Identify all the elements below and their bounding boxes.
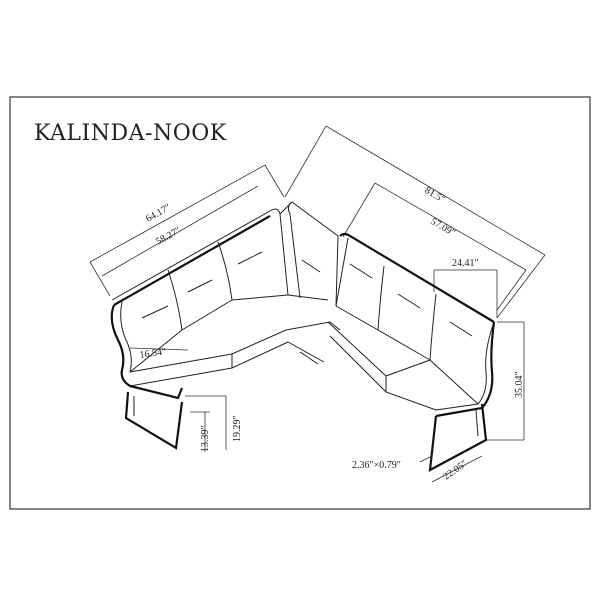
dim-seat-height-label: 19.29″	[232, 415, 243, 442]
dim-overall-width: 64.17″	[89, 164, 285, 297]
dim-height-label: 35.04″	[514, 371, 525, 398]
left-bench	[110, 208, 289, 450]
dim-seat-height: 19.29″	[185, 395, 243, 450]
dim-inner-depth: 57.09″	[342, 182, 527, 311]
dim-arm-depth-label: 24.41″	[452, 258, 479, 269]
dim-inner-depth-label: 57.09″	[429, 216, 458, 239]
dim-overall-depth-label: 81.5″	[423, 185, 447, 205]
dim-overall-width-label: 64.17″	[144, 202, 173, 225]
dim-base-depth: 22.05″	[431, 455, 483, 482]
corner-seat	[279, 201, 341, 365]
dim-height: 35.04″	[486, 321, 525, 441]
right-bench	[327, 232, 496, 472]
dim-overall-depth: 81.5″	[284, 125, 546, 319]
border-rect	[9, 96, 591, 510]
dim-leg-height-label: 13.39″	[200, 425, 211, 452]
title: KALINDA-NOOK	[34, 121, 227, 146]
dim-inner-width-label: 58.27″	[154, 225, 183, 248]
dim-arm-depth: 24.41″	[433, 258, 498, 318]
dim-tube-size: 2.36″×0.79″	[352, 455, 433, 471]
dim-leg-height: 13.39″	[190, 411, 211, 452]
dim-tube-size-label: 2.36″×0.79″	[352, 460, 401, 471]
